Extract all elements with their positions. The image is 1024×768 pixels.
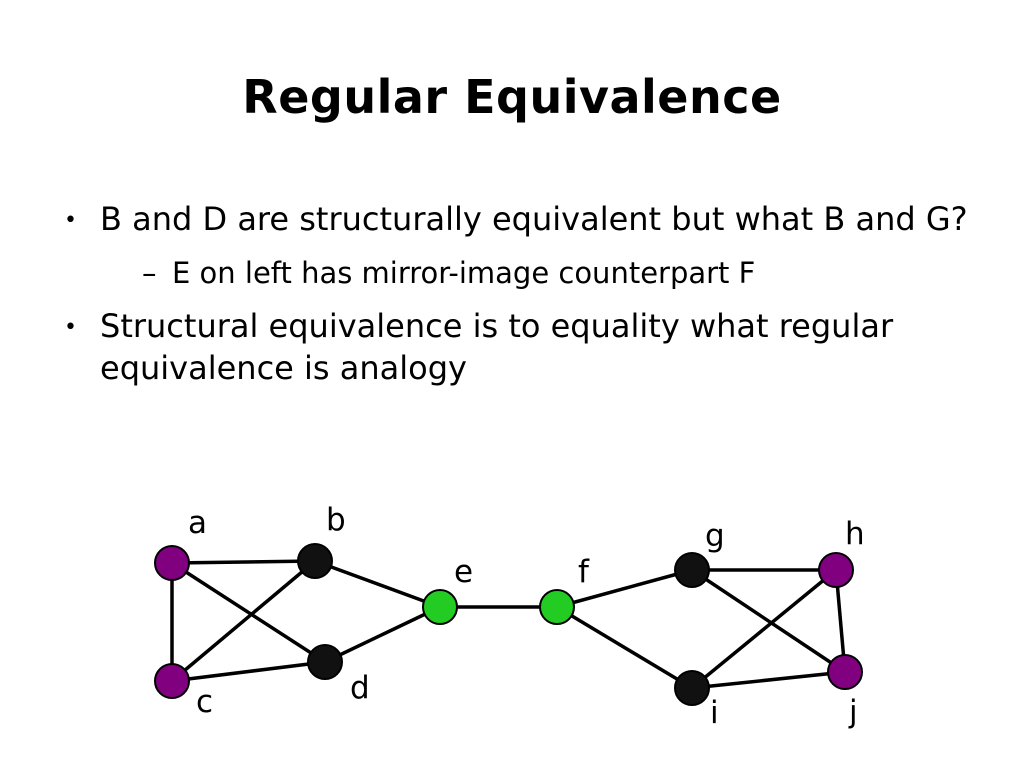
bullet-marker: • xyxy=(64,314,77,340)
bullet-item: • B and D are structurally equivalent bu… xyxy=(58,198,968,240)
bullet-marker: – xyxy=(142,256,157,291)
node-f xyxy=(539,589,575,625)
node-label-b: b xyxy=(326,502,346,538)
node-label-c: c xyxy=(196,684,213,720)
node-d xyxy=(307,644,343,680)
node-j xyxy=(827,654,863,690)
node-a xyxy=(154,545,190,581)
node-label-f: f xyxy=(578,554,590,590)
node-label-e: e xyxy=(454,554,473,590)
edge-g-j xyxy=(691,568,846,674)
node-label-a: a xyxy=(188,505,207,541)
bullet-list: • B and D are structurally equivalent bu… xyxy=(58,198,968,403)
node-b xyxy=(297,543,333,579)
edge-a-b xyxy=(171,559,316,565)
slide-title: Regular Equivalence xyxy=(242,70,782,124)
bullet-text: E on left has mirror-image counterpart F xyxy=(172,256,756,291)
edge-f-i xyxy=(556,605,693,690)
edge-h-i xyxy=(690,568,838,690)
edge-i-j xyxy=(691,670,846,690)
bullet-marker: • xyxy=(64,208,77,233)
bullet-text: B and D are structurally equivalent but … xyxy=(100,200,968,238)
edge-f-g xyxy=(556,568,693,609)
node-label-j: j xyxy=(848,694,858,730)
node-label-d: d xyxy=(350,670,370,706)
bullet-text: Structural equivalence is to equality wh… xyxy=(100,306,894,387)
node-label-g: g xyxy=(705,518,725,554)
node-label-h: h xyxy=(845,516,865,552)
edge-a-d xyxy=(171,561,326,664)
edge-d-e xyxy=(324,605,441,664)
node-c xyxy=(154,663,190,699)
edge-b-e xyxy=(314,559,441,609)
edge-b-c xyxy=(170,559,317,683)
edge-c-d xyxy=(171,660,326,683)
node-label-i: i xyxy=(710,695,719,731)
node-g xyxy=(674,552,710,588)
node-i xyxy=(674,670,710,706)
bullet-item: • Structural equivalence is to equality … xyxy=(58,305,968,389)
bullet-item-sub: – E on left has mirror-image counterpart… xyxy=(140,254,968,292)
node-e xyxy=(422,589,458,625)
node-h xyxy=(818,552,854,588)
